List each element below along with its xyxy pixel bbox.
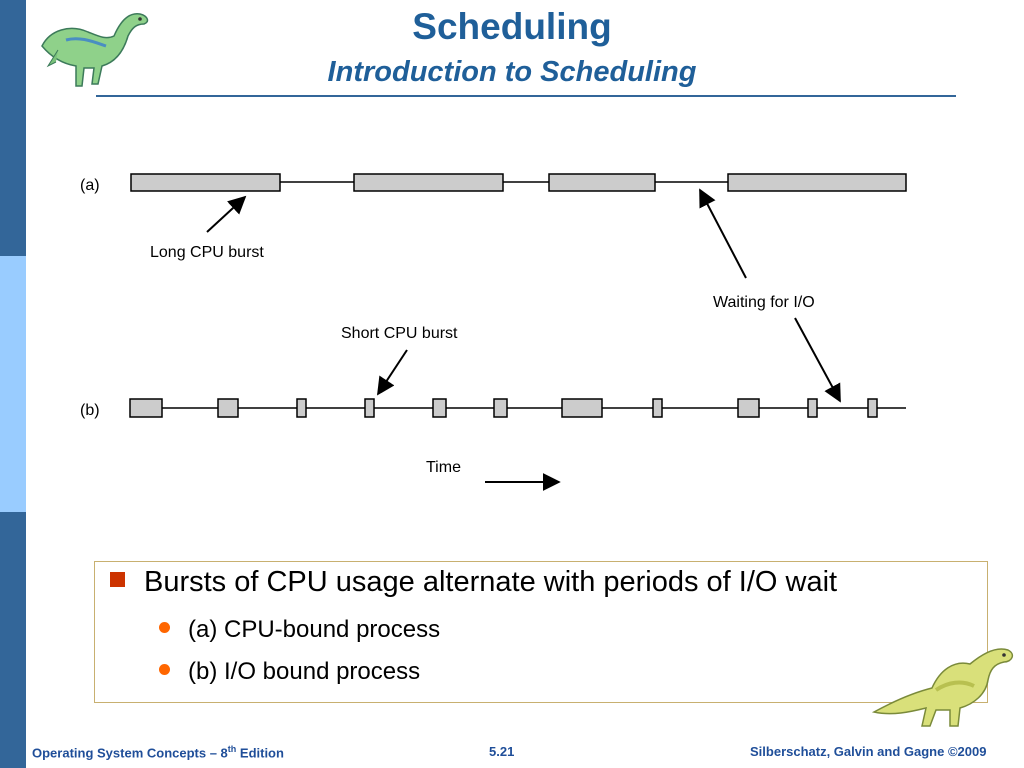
burst-b [561,398,603,418]
arrow-long-burst [206,195,247,233]
burst-b [217,398,239,418]
footer-page-number: 5.21 [489,744,515,759]
bullet-sub-item: (b) I/O bound process [159,658,420,686]
burst-b [129,398,163,418]
short-burst-label: Short CPU burst [341,325,458,342]
arrow-short-burst [377,349,408,396]
time-label: Time [426,459,461,476]
bullet-main: Bursts of CPU usage alternate with perio… [110,566,837,599]
slide-title: Scheduling [412,6,612,47]
burst-b [867,398,878,418]
slide-subtitle: Introduction to Scheduling [327,56,697,88]
bullet-sub-item: (a) CPU-bound process [159,616,440,644]
burst-b [652,398,663,418]
arrow-waiting-io-a [699,188,747,279]
row-label-b: (b) [80,402,100,419]
sidebar-band-middle [0,256,26,512]
burst-b [493,398,508,418]
cpu-burst-diagram: (a) (b) Long CPU burst Waiting for I/O S… [80,173,907,491]
burst-a [548,173,656,192]
burst-b [432,398,447,418]
burst-b [807,398,818,418]
footer-copyright: Silberschatz, Galvin and Gagne ©2009 [750,744,987,759]
burst-b [737,398,760,418]
bullet-sub-text: (b) I/O bound process [188,658,421,685]
burst-b [364,398,375,418]
bullet-main-text: Bursts of CPU usage alternate with perio… [144,566,838,598]
waiting-io-label: Waiting for I/O [713,294,815,311]
sidebar-band-bottom [0,512,26,768]
row-label-a: (a) [80,177,100,194]
burst-a [353,173,504,192]
square-bullet-icon [110,572,125,587]
arrow-waiting-io-b [794,317,841,403]
dot-bullet-icon [159,622,170,633]
burst-a [130,173,281,192]
dinosaur-logo-icon [41,13,149,87]
burst-b [296,398,307,418]
bullet-box [94,561,988,703]
dot-bullet-icon [159,664,170,675]
footer-book-title: Operating System Concepts – 8th Edition [32,744,284,761]
sidebar-band-top [0,0,26,256]
burst-a [727,173,907,192]
long-burst-label: Long CPU burst [150,244,264,261]
dinosaur-illustration-icon [871,648,1014,727]
title-rule [96,95,956,97]
bullet-sub-text: (a) CPU-bound process [188,616,441,643]
